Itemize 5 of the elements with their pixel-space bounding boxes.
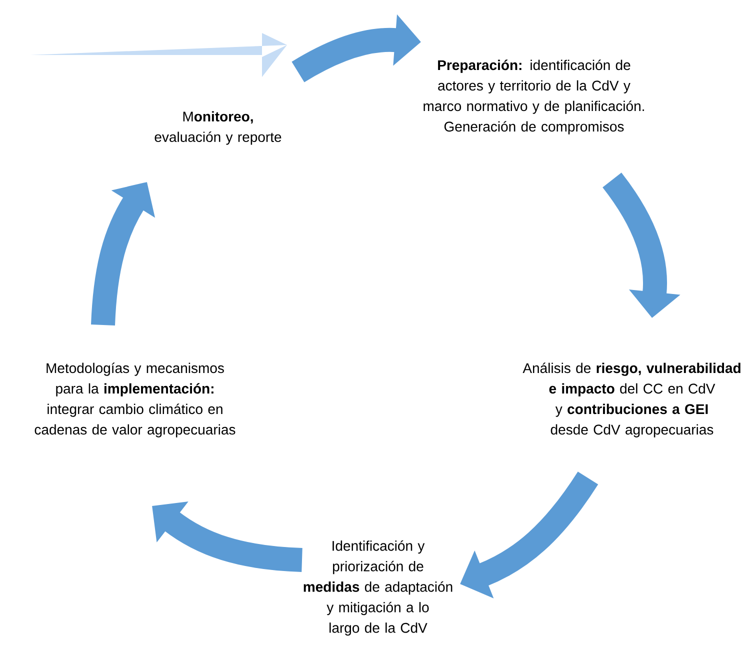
step-text: Análisis de riesgo, vulnerabilidad e impacto del CC en CdV y contribuciones a GEI desde CdV agropecuarias <box>522 362 740 438</box>
step-text: Identificación y priorización de medidas de adaptación y mitigación a lo largo de la CdV <box>304 540 452 636</box>
step-text: Preparación: identificación de actores y territorio de la CdV y marco normativo y de planificación. Generación de compromisos <box>424 60 644 134</box>
step-text: Metodologías y mecanismos para la implementación: integrar cambio climático en cadenas de valor agropecuarias <box>34 362 236 438</box>
step-text: Monitoreo, evaluación y reporte <box>154 111 282 145</box>
